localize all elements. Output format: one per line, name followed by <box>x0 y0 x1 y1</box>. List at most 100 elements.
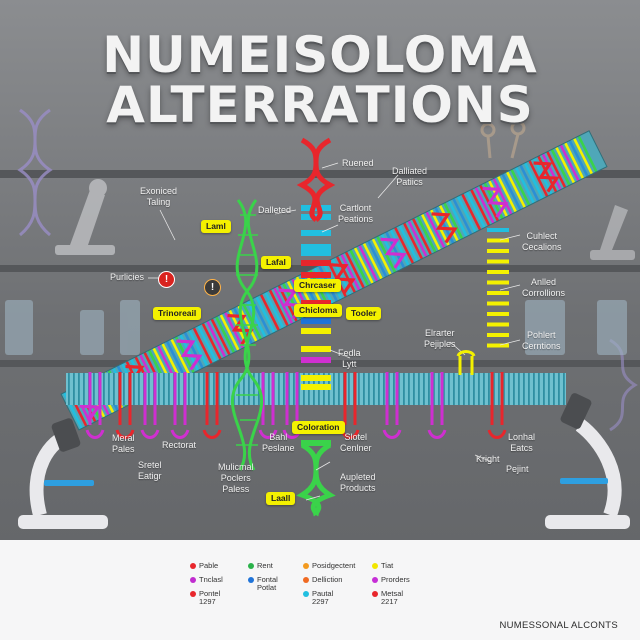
leader-lines <box>148 162 521 501</box>
band-stripe <box>237 305 258 342</box>
band-stripe <box>123 373 125 405</box>
ladder-rung <box>487 312 509 316</box>
legend-swatch <box>190 591 196 597</box>
ladder-rung <box>487 301 509 306</box>
band-stripe <box>420 213 442 251</box>
band-stripe <box>178 373 180 405</box>
band-stripe <box>563 373 565 405</box>
band-stripe <box>246 300 267 338</box>
band-stripe <box>503 373 505 405</box>
microscope-icon <box>55 179 115 255</box>
column-bar <box>301 244 331 250</box>
band-stripe <box>113 373 115 405</box>
band-stripe <box>368 373 370 405</box>
column-bar <box>301 440 331 446</box>
band-stripe <box>553 373 555 405</box>
band-stripe <box>108 373 110 405</box>
band-stripe <box>268 373 270 405</box>
ladder-rung <box>487 280 509 285</box>
green-dna-helix <box>230 199 264 471</box>
band-stripe <box>83 373 85 405</box>
band-zigzag <box>482 186 509 218</box>
column-bar <box>301 272 331 278</box>
band-stripe <box>510 168 531 206</box>
band-stripe <box>73 373 75 405</box>
column-bar <box>301 260 331 266</box>
band-stripe <box>259 293 280 331</box>
band-stripe <box>463 373 465 405</box>
legend-swatch <box>303 577 309 583</box>
band-stripe <box>133 373 135 405</box>
band-stripe <box>473 373 475 405</box>
band-stripe <box>428 373 430 405</box>
band-stripe <box>528 373 530 405</box>
band-stripe <box>340 253 361 291</box>
legend-item-label: Pautal 2297 <box>312 589 334 606</box>
legend-item-label: Rent <box>257 561 273 570</box>
band-stripe <box>255 296 276 334</box>
band-stripe <box>389 229 410 267</box>
ladder-rung <box>487 291 509 295</box>
band-stripe <box>461 193 482 231</box>
ladder-rung <box>487 249 509 253</box>
tag-chicloma: Chicloma <box>294 304 343 317</box>
band-stripe <box>398 373 400 405</box>
band-stripe <box>219 313 240 351</box>
band-stripe <box>519 164 540 202</box>
band-stripe <box>298 373 300 405</box>
label-meral-pales: Meral Pales <box>112 433 135 454</box>
band-stripe <box>349 249 370 287</box>
dna-helix-icon <box>17 108 53 237</box>
band-stripe <box>438 373 440 405</box>
label-cartlont-peations: Cartlont Peations <box>338 203 374 224</box>
ladder-rung <box>487 228 509 232</box>
horizontal-zigzag <box>140 372 160 439</box>
band-stripe <box>192 327 213 365</box>
band-stripe <box>353 247 374 284</box>
band-stripe <box>458 373 460 405</box>
scissors-icon <box>480 120 526 159</box>
band-stripe <box>78 373 80 405</box>
band-stripe <box>218 373 220 405</box>
column-bar <box>301 346 331 352</box>
band-stripe <box>268 289 289 327</box>
band-stripe <box>188 373 190 405</box>
legend-item: Posidgectent <box>303 562 355 570</box>
band-stripe <box>478 373 480 405</box>
red-helix-cap <box>296 137 336 223</box>
band-stripe <box>208 373 210 405</box>
band-stripe <box>203 373 205 405</box>
label-rectorat: Rectorat <box>162 440 197 450</box>
legend-item-label: Tnclasl <box>199 575 223 584</box>
label-slotel-cenlner: Slotel Cenlner <box>340 432 372 453</box>
tag-tooler: Tooler <box>346 307 382 320</box>
column-bar <box>301 205 331 211</box>
band-stripe <box>555 146 576 184</box>
band-stripe <box>103 373 105 405</box>
horizontal-zigzag <box>382 372 402 439</box>
legend-item-label: Pable <box>199 561 219 570</box>
band-stripe <box>453 373 455 405</box>
band-stripe <box>518 373 520 405</box>
band-stripe <box>543 373 545 405</box>
band-stripe <box>348 373 350 405</box>
column-bar <box>301 250 331 256</box>
flask-icon <box>5 300 627 355</box>
band-stripe <box>158 373 160 405</box>
alert-marker-red: ! <box>158 271 175 288</box>
ladder-rung <box>487 259 509 264</box>
band-stripe <box>168 373 170 405</box>
band-stripe <box>443 202 464 240</box>
legend-item-label: Pontel 1297 <box>199 589 221 606</box>
yellow-ladder-column <box>487 228 509 348</box>
band-stripe <box>523 162 544 200</box>
band-zigzag <box>431 212 458 244</box>
band-stripe <box>550 148 571 186</box>
band-stripe <box>264 291 285 329</box>
band-stripe <box>483 373 485 405</box>
legend-item: Pautal 2297 <box>303 590 333 606</box>
legend-swatch <box>372 563 378 569</box>
band-zigzag <box>533 161 560 193</box>
tag-lafal: Lafal <box>261 256 291 269</box>
band-stripe <box>498 373 500 405</box>
